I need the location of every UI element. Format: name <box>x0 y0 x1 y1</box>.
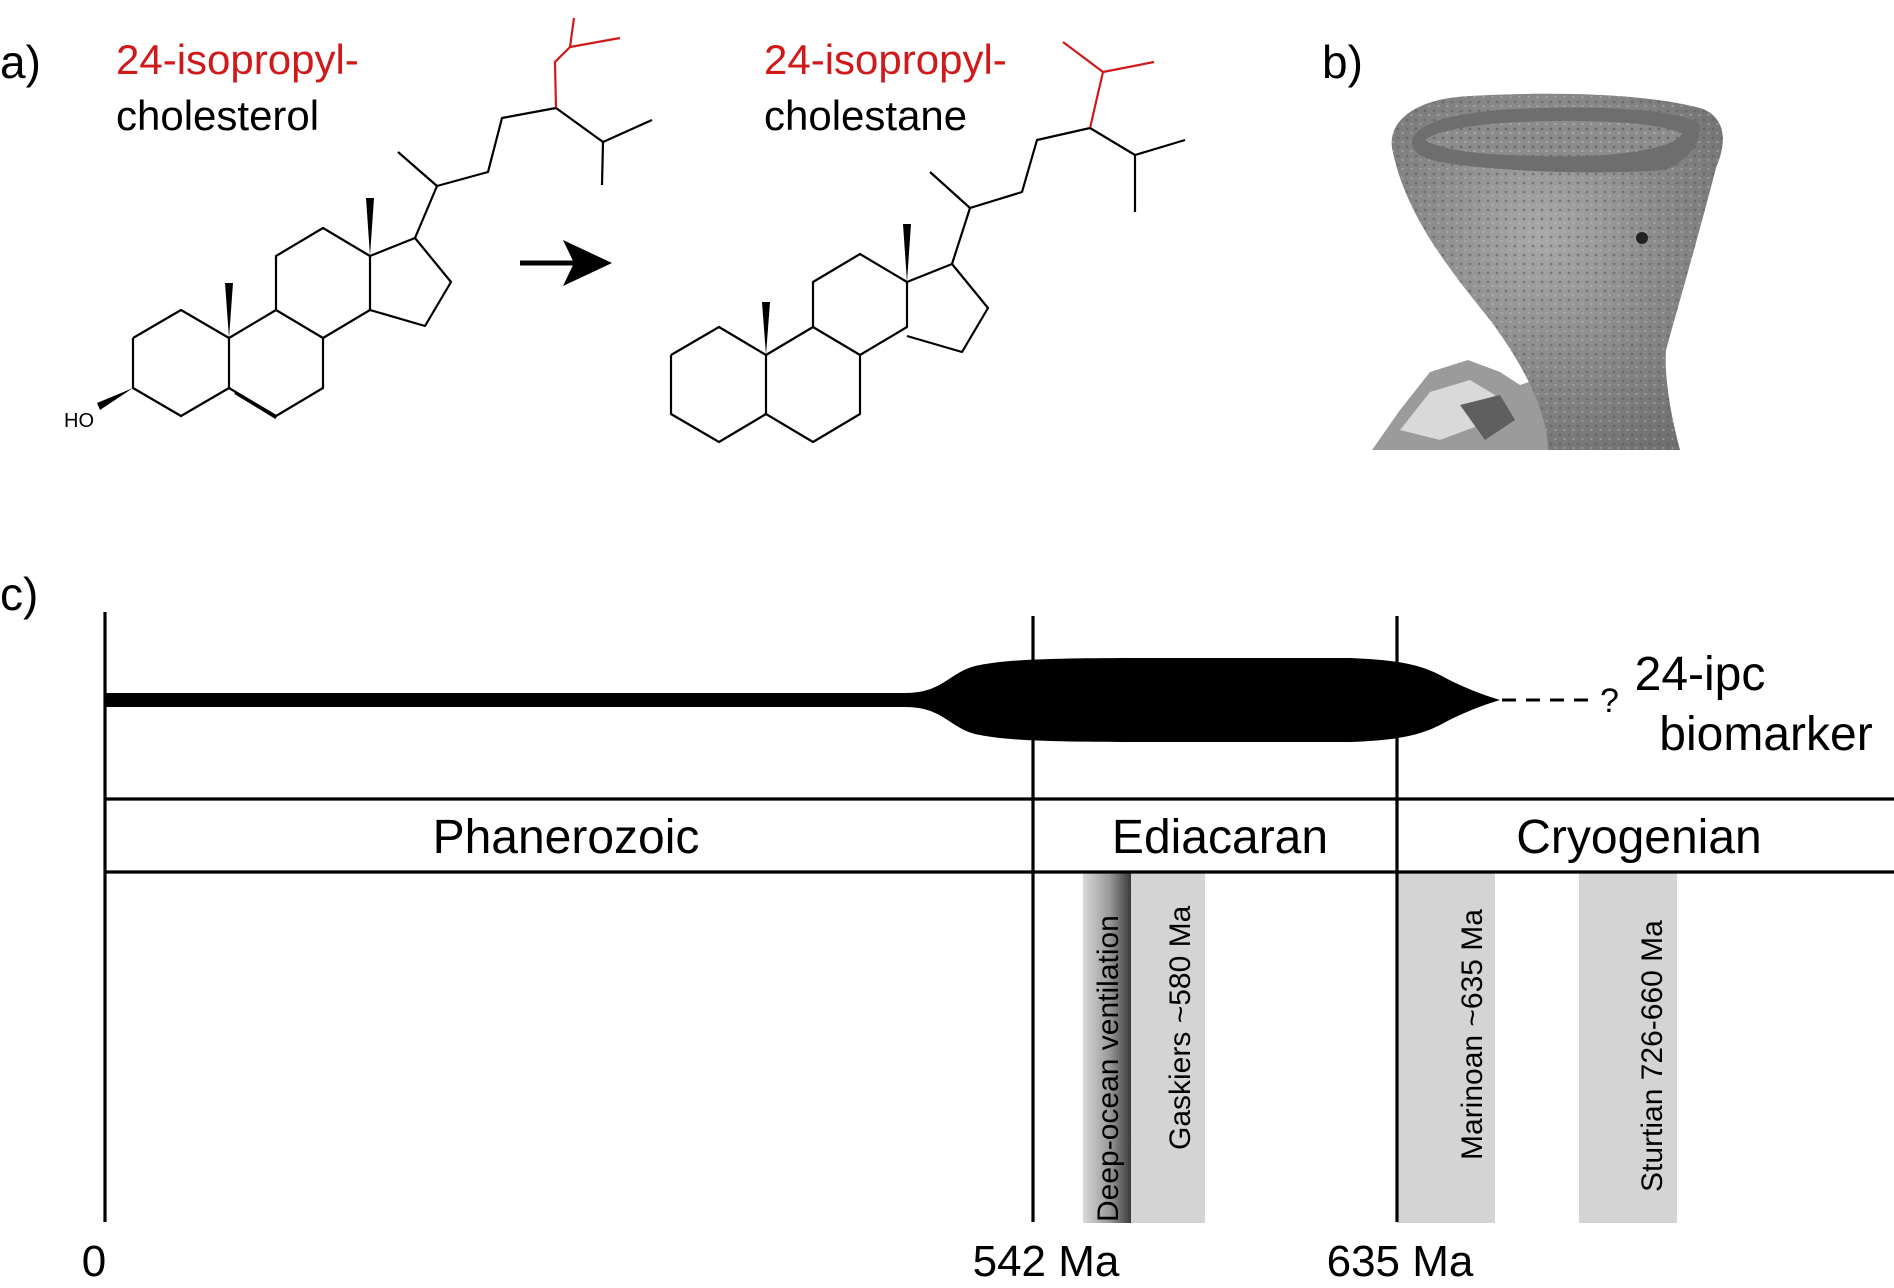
reactant-name: 24-isopropyl- cholesterol <box>116 36 359 139</box>
event-gaskiers: Gaskiers ~580 Ma <box>1164 905 1197 1150</box>
product-name-line1: 24-isopropyl- <box>764 36 1007 83</box>
tick-label-542: 542 Ma <box>973 1237 1120 1286</box>
cholestane-structure <box>669 41 1186 444</box>
band-sturtian <box>1579 871 1677 1223</box>
biomarker-question-mark: ? <box>1600 682 1619 720</box>
methyl-wedge <box>762 302 770 355</box>
biomarker-label-line1: 24-ipc <box>1635 648 1766 701</box>
methyl-wedge <box>225 283 233 338</box>
biomarker-abundance-shape <box>105 658 1500 742</box>
biomarker-label-line2: biomarker <box>1659 708 1872 761</box>
era-ediacaran: Ediacaran <box>1112 811 1328 864</box>
event-marinoan: Marinoan ~635 Ma <box>1456 909 1489 1160</box>
reactant-name-line2: cholesterol <box>116 92 319 139</box>
methyl-wedge <box>366 198 374 256</box>
hydroxyl-wedge <box>97 388 133 410</box>
product-name: 24-isopropyl- cholestane <box>764 36 1007 139</box>
tick-label-0: 0 <box>82 1237 106 1286</box>
sponge-photo <box>1372 50 1756 452</box>
event-sturtian: Sturtian 726-660 Ma <box>1636 920 1669 1192</box>
era-cryogenian: Cryogenian <box>1516 811 1761 864</box>
reactant-name-line1: 24-isopropyl- <box>116 36 359 83</box>
timeline: ? 24-ipc biomarker Phanerozoic Ediacaran… <box>82 612 1894 1286</box>
tick-label-635: 635 Ma <box>1327 1237 1474 1286</box>
panel-label-a: a) <box>0 36 41 88</box>
panel-label-c: c) <box>0 568 38 620</box>
reaction-arrow <box>520 240 612 286</box>
cholesterol-structure: HO <box>64 17 653 432</box>
product-name-line2: cholestane <box>764 92 967 139</box>
band-gaskiers <box>1131 871 1205 1223</box>
band-marinoan <box>1397 871 1495 1223</box>
era-phanerozoic: Phanerozoic <box>433 811 700 864</box>
panel-label-b: b) <box>1322 36 1363 88</box>
event-deep-ocean-ventilation: Deep-ocean ventilation <box>1092 915 1125 1222</box>
methyl-wedge <box>903 224 911 282</box>
band-deep-ocean-ventilation <box>1083 871 1131 1223</box>
hydroxyl-label: HO <box>64 410 94 432</box>
